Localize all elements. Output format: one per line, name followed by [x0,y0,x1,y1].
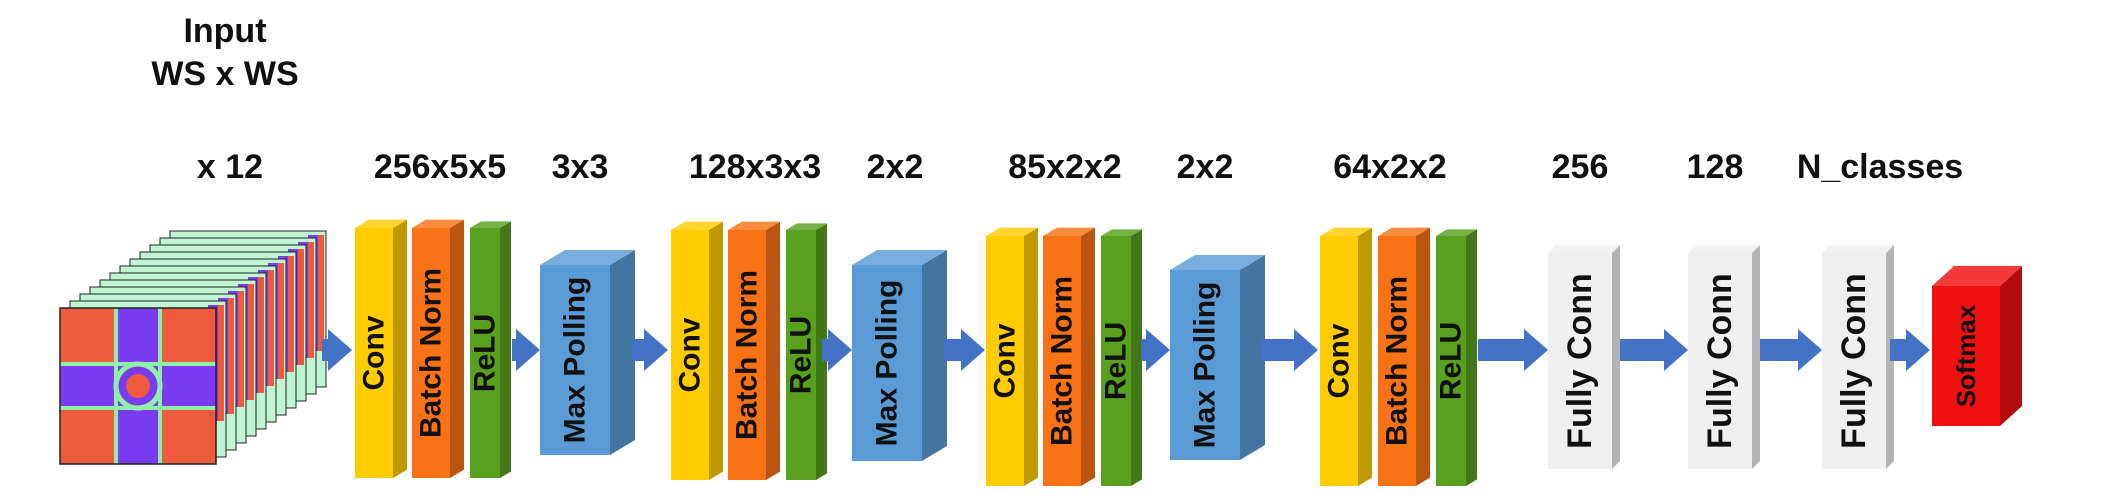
pool1-header: 3x3 [551,148,609,186]
conv3-block-label: Conv [989,323,1022,398]
relu4-block: ReLU [1435,229,1477,486]
arrow-fc3-softmax [1890,329,1930,371]
input-title-line2: WS x WS [151,54,299,93]
fc1-block-label: Fully Conn [1561,273,1599,449]
softmax-block-label: Softmax [1951,304,1981,407]
conv2-block-label: Conv [674,317,707,392]
pool2-header: 2x2 [866,148,924,186]
input-channels-label: x 12 [196,148,264,186]
conv2-header: 128x3x3 [688,148,822,186]
input-frame [59,307,217,465]
batchnorm1-block-label: Batch Norm [415,268,448,438]
arrow-relu3-pool3 [1141,329,1170,371]
conv1-block-label: Conv [358,315,391,390]
batchnorm2-block: Batch Norm [728,221,780,480]
batchnorm3-block-label: Batch Norm [1046,276,1079,446]
relu4-block-label: ReLU [1435,322,1468,400]
maxpool3-block: Max Polling [1170,255,1265,460]
batchnorm4-block: Batch Norm [1378,227,1430,486]
arrow-relu4-fc1 [1478,329,1548,371]
arrow-fc1-fc2 [1620,329,1688,371]
arrow-fc2-fc3 [1760,329,1822,371]
relu3-block: ReLU [1100,229,1142,486]
relu1-block-label: ReLU [469,314,502,392]
conv3-block: Conv [986,227,1038,486]
relu1-block: ReLU [469,221,511,478]
fc3-header: N_classes [1796,148,1964,186]
maxpool2-block: Max Polling [852,250,947,461]
fc2-block-label: Fully Conn [1701,273,1739,449]
fc2-header: 128 [1686,148,1744,186]
conv4-header: 64x2x2 [1333,148,1447,186]
maxpool1-block-label: Max Polling [559,277,592,444]
arrow-pool1-conv2 [632,329,668,371]
input-title: Input WS x WS [125,10,325,95]
fc2-block: Fully Conn [1688,245,1760,469]
fc3-block: Fully Conn [1822,245,1894,469]
input-title-line1: Input [183,12,267,50]
relu3-block-label: ReLU [1100,322,1133,400]
relu2-block-label: ReLU [785,316,818,394]
maxpool2-block-label: Max Polling [871,280,904,447]
maxpool3-block-label: Max Polling [1189,282,1222,449]
batchnorm1-block: Batch Norm [412,219,464,478]
relu2-block: ReLU [785,223,827,480]
batchnorm2-block-label: Batch Norm [731,270,764,440]
batchnorm4-block-label: Batch Norm [1381,276,1414,446]
conv3-header: 85x2x2 [1008,148,1122,186]
conv4-block-label: Conv [1323,323,1356,398]
arrow-input-conv1 [322,329,352,371]
conv1-block: Conv [355,219,407,478]
arrow-pool2-conv3 [944,329,985,371]
arrow-relu2-pool2 [822,329,852,371]
arrow-pool3-conv4 [1262,329,1318,371]
fc3-block-label: Fully Conn [1835,273,1873,449]
fc1-header: 256 [1551,148,1609,186]
conv1-header: 256x5x5 [373,148,507,186]
conv2-block: Conv [671,221,723,480]
maxpool1-block: Max Polling [540,250,635,455]
input-image-stack [59,230,327,465]
arrow-relu1-pool1 [512,329,540,371]
conv4-block: Conv [1320,227,1372,486]
softmax-block: Softmax [1932,266,2022,426]
fc1-block: Fully Conn [1548,245,1620,469]
batchnorm3-block: Batch Norm [1043,227,1095,486]
pool3-header: 2x2 [1176,148,1234,186]
